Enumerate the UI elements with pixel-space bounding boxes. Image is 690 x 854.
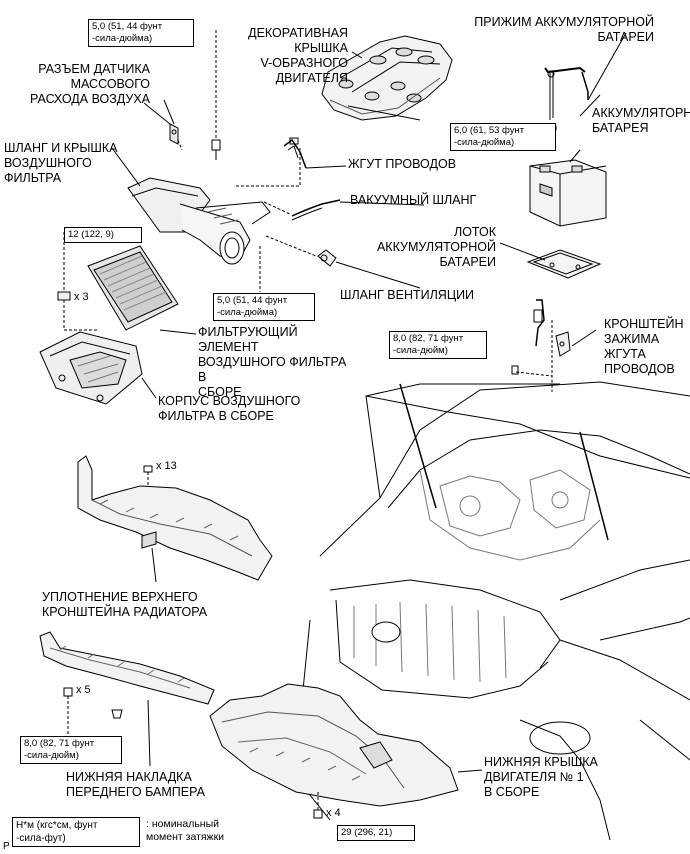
battery-part (529, 149, 607, 227)
torque-maf: 5,0 (51, 44 фунт -сила-дюйма) (88, 19, 194, 47)
leader-lines (143, 51, 601, 206)
bumper-cover-label: НИЖНЯЯ НАКЛАДКА ПЕРЕДНЕГО БАМПЕРА (66, 770, 205, 799)
maf-connector-label: РАЗЪЕМ ДАТЧИКА МАССОВОГО РАСХОДА ВОЗДУХА (30, 62, 150, 106)
engine-undercover-label: НИЖНЯЯ КРЫШКА ДВИГАТЕЛЯ № 1 В СБОРЕ (484, 755, 598, 799)
wire-harness-label: ЖГУТ ПРОВОДОВ (348, 157, 457, 171)
engine-undercover-part (209, 683, 483, 819)
air-hose-part (111, 147, 271, 265)
torque-bumper: 8,0 (82, 71 фунт -сила-дюйм) (20, 736, 122, 764)
engine-cover-label: ДЕКОРАТИВНАЯ КРЫШКА V-ОБРАЗНОГО ДВИГАТЕЛ… (248, 26, 348, 85)
radiator-seal-label: УПЛОТНЕНИЕ ВЕРХНЕГО КРОНШТЕЙНА РАДИАТОРА (42, 590, 208, 619)
filter-cover-bolts (57, 232, 98, 331)
harness-bracket-part (511, 299, 597, 392)
air-filter-element-part (87, 245, 197, 335)
torque-hose-clamp: 5,0 (51, 44 фунт -сила-дюйма) (213, 293, 315, 321)
radiator-seal-part (77, 455, 273, 583)
ventilation-hose-label: ШЛАНГ ВЕНТИЛЯЦИИ (340, 288, 475, 302)
torque-undercover: 29 (296, 21) (337, 825, 415, 841)
count-radiator-seal: x 13 (156, 460, 177, 472)
wire-harness-part (236, 137, 347, 187)
legend-torque-unit: Н*м (кгс*см, фунт -сила-фут) (12, 817, 140, 847)
battery-clamp-label: ПРИЖИМ АККУМУЛЯТОРНОЙ БАТАРЕИ (474, 15, 654, 44)
bumper-cover-part (39, 631, 215, 767)
engine-cover-part (321, 35, 453, 121)
torque-clamp: 6,0 (61, 53 фунт -сила-дюйма) (450, 123, 556, 151)
battery-tray-part (499, 242, 602, 279)
count-undercover: x 4 (326, 807, 341, 819)
torque-bracket: 8,0 (82, 71 фунт -сила-дюйм) (389, 331, 487, 359)
torque-filter-cover: 12 (122, 9) (64, 227, 142, 243)
battery-clamp-part (544, 32, 627, 131)
maf-connector-part (163, 30, 221, 160)
count-bumper: x 5 (76, 684, 91, 696)
battery-label: АККУМУЛЯТОРНАЯ БАТАРЕЯ (592, 106, 690, 135)
count-filter-cover: x 3 (74, 291, 89, 303)
filter-element-label: ФИЛЬТРУЮЩИЙ ЭЛЕМЕНТ ВОЗДУШНОГО ФИЛЬТРА В… (198, 325, 347, 399)
filter-case-label: КОРПУС ВОЗДУШНОГО ФИЛЬТРА В СБОРЕ (158, 394, 301, 423)
vacuum-hose-part (263, 199, 341, 221)
legend-description: : номинальный момент затяжки (146, 818, 225, 843)
air-filter-case-part (39, 331, 157, 405)
vacuum-hose-label: ВАКУУМНЫЙ ШЛАНГ (350, 193, 477, 207)
battery-tray-label: ЛОТОК АККУМУЛЯТОРНОЙ БАТАРЕИ (376, 225, 496, 269)
vehicle-front-illustration (299, 381, 690, 841)
page-marker: P (3, 841, 10, 852)
ventilation-hose-part (259, 235, 421, 292)
air-hose-label: ШЛАНГ И КРЫШКА ВОЗДУШНОГО ФИЛЬТРА (4, 141, 118, 185)
harness-bracket-label: КРОНШТЕЙН ЗАЖИМА ЖГУТА ПРОВОДОВ (604, 317, 684, 376)
